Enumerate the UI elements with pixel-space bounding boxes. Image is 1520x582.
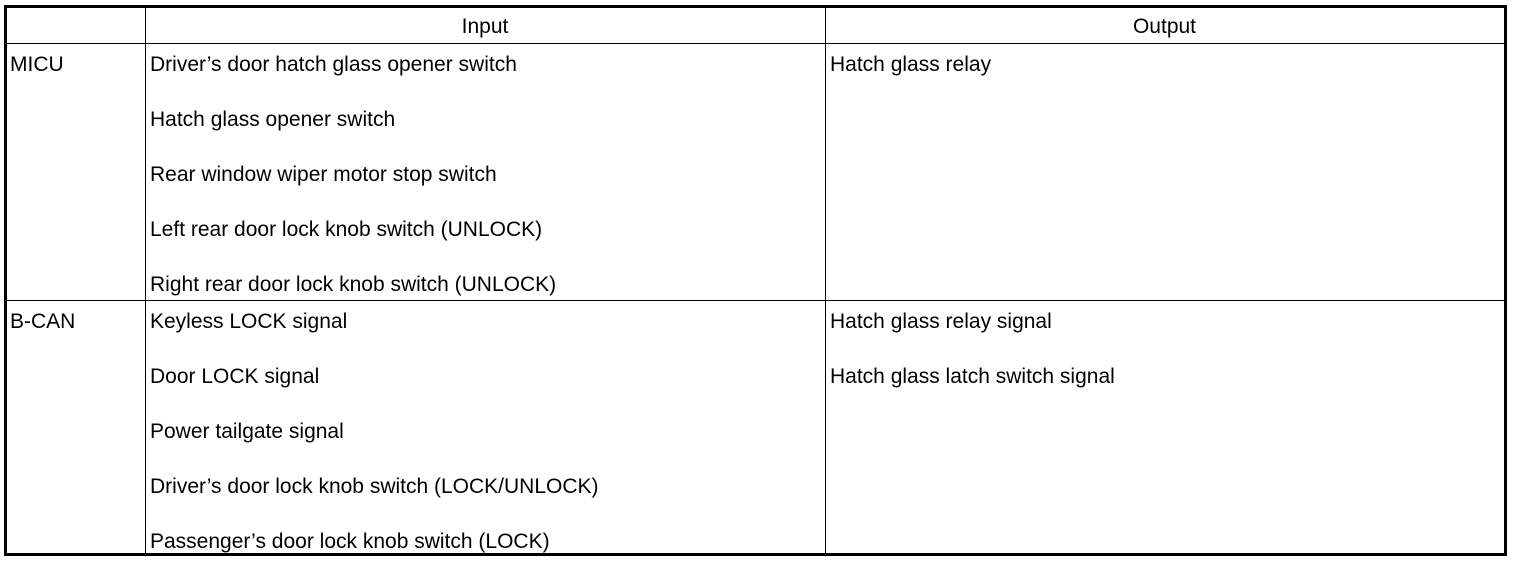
output-item: Hatch glass relay [830,53,992,76]
bcan-outputs: Hatch glass relay signal Hatch glass lat… [830,307,1115,417]
column-divider [145,8,146,553]
input-item: Driver’s door lock knob switch (LOCK/UNL… [150,475,599,498]
input-item: Door LOCK signal [150,365,320,388]
input-item: Driver’s door hatch glass opener switch [150,53,517,76]
input-item: Right rear door lock knob switch (UNLOCK… [150,273,557,296]
input-item: Rear window wiper motor stop switch [150,163,497,186]
bcan-inputs: Keyless LOCK signal Door LOCK signal Pow… [150,307,599,582]
micu-outputs: Hatch glass relay [830,50,991,105]
io-table: Input Output MICU Driver’s door hatch gl… [4,5,1507,556]
header-divider [7,43,1504,44]
group-name: B-CAN [10,310,76,333]
header-output: Output [1132,15,1197,38]
output-item: Hatch glass relay signal [830,310,1052,333]
group-label-bcan: B-CAN [10,307,75,362]
input-item: Power tailgate signal [150,420,344,443]
header-input: Input [461,15,509,38]
output-item: Hatch glass latch switch signal [830,365,1115,388]
input-item: Hatch glass opener switch [150,108,396,131]
group-label-micu: MICU [10,50,64,105]
header-blank [7,8,145,46]
input-item: Passenger’s door lock knob switch (LOCK) [150,530,550,553]
micu-inputs: Driver’s door hatch glass opener switch … [150,50,556,325]
input-item: Keyless LOCK signal [150,310,348,333]
column-divider [825,8,826,553]
row-divider [7,300,1504,301]
group-name: MICU [10,53,64,76]
input-item: Left rear door lock knob switch (UNLOCK) [150,218,543,241]
